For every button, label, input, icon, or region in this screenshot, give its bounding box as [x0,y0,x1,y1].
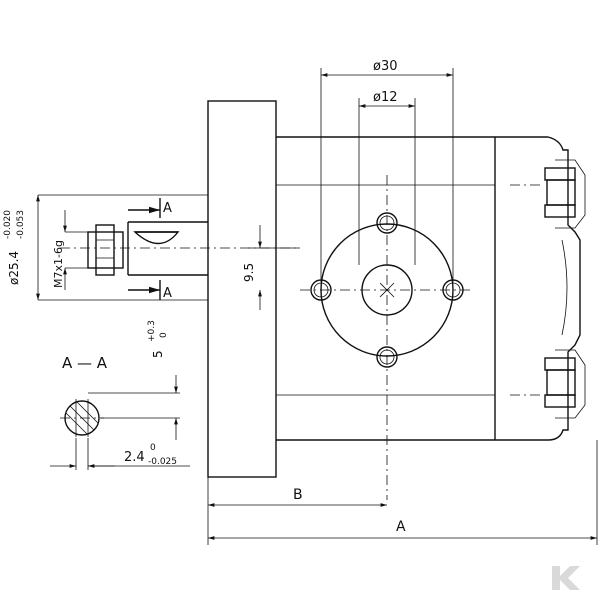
dia30-dim: ø30 [320,59,454,282]
offset-dim: 9.5 [242,225,300,310]
section-mark-bottom: A [163,286,172,301]
section-view: A — A [60,354,180,437]
key-width-lower: -0.025 [148,457,177,467]
section-label: A — A [62,354,108,372]
shaft [60,194,300,301]
flange-plate [207,100,277,478]
shaft-dia-main: ø25.4 [7,251,21,285]
watermark-logo [552,566,580,590]
key-height-upper: +0.3 [147,320,157,342]
key-height-dim: 5 +0.3 0 [100,320,180,440]
dia30-label: ø30 [373,59,398,74]
key-height-main: 5 [151,350,165,358]
b-dim: B [207,477,387,545]
offset-label: 9.5 [242,263,256,282]
b-label: B [293,487,303,503]
dia12-label: ø12 [373,90,398,105]
section-cut-marks: A A [128,198,172,301]
key-width-upper: 0 [150,443,156,453]
rear-cover [544,136,586,441]
key-width-dim: 2.4 0 -0.025 [50,438,190,470]
port-circle [300,175,470,500]
dia12-dim: ø12 [358,90,416,265]
a-label: A [396,519,406,535]
a-dim: A [208,440,598,545]
thread-label: M7x1-6g [52,240,65,288]
section-mark-top: A [163,201,172,216]
key-width-main: 2.4 [124,450,145,465]
key-height-lower: 0 [159,332,169,338]
pump-body [276,136,548,441]
shaft-dia-upper: -0.020 [3,210,13,239]
shaft-diameter-dim: ø25.4 -0.020 -0.053 M7x1-6g [3,194,185,301]
shaft-dia-lower: -0.053 [16,210,26,239]
